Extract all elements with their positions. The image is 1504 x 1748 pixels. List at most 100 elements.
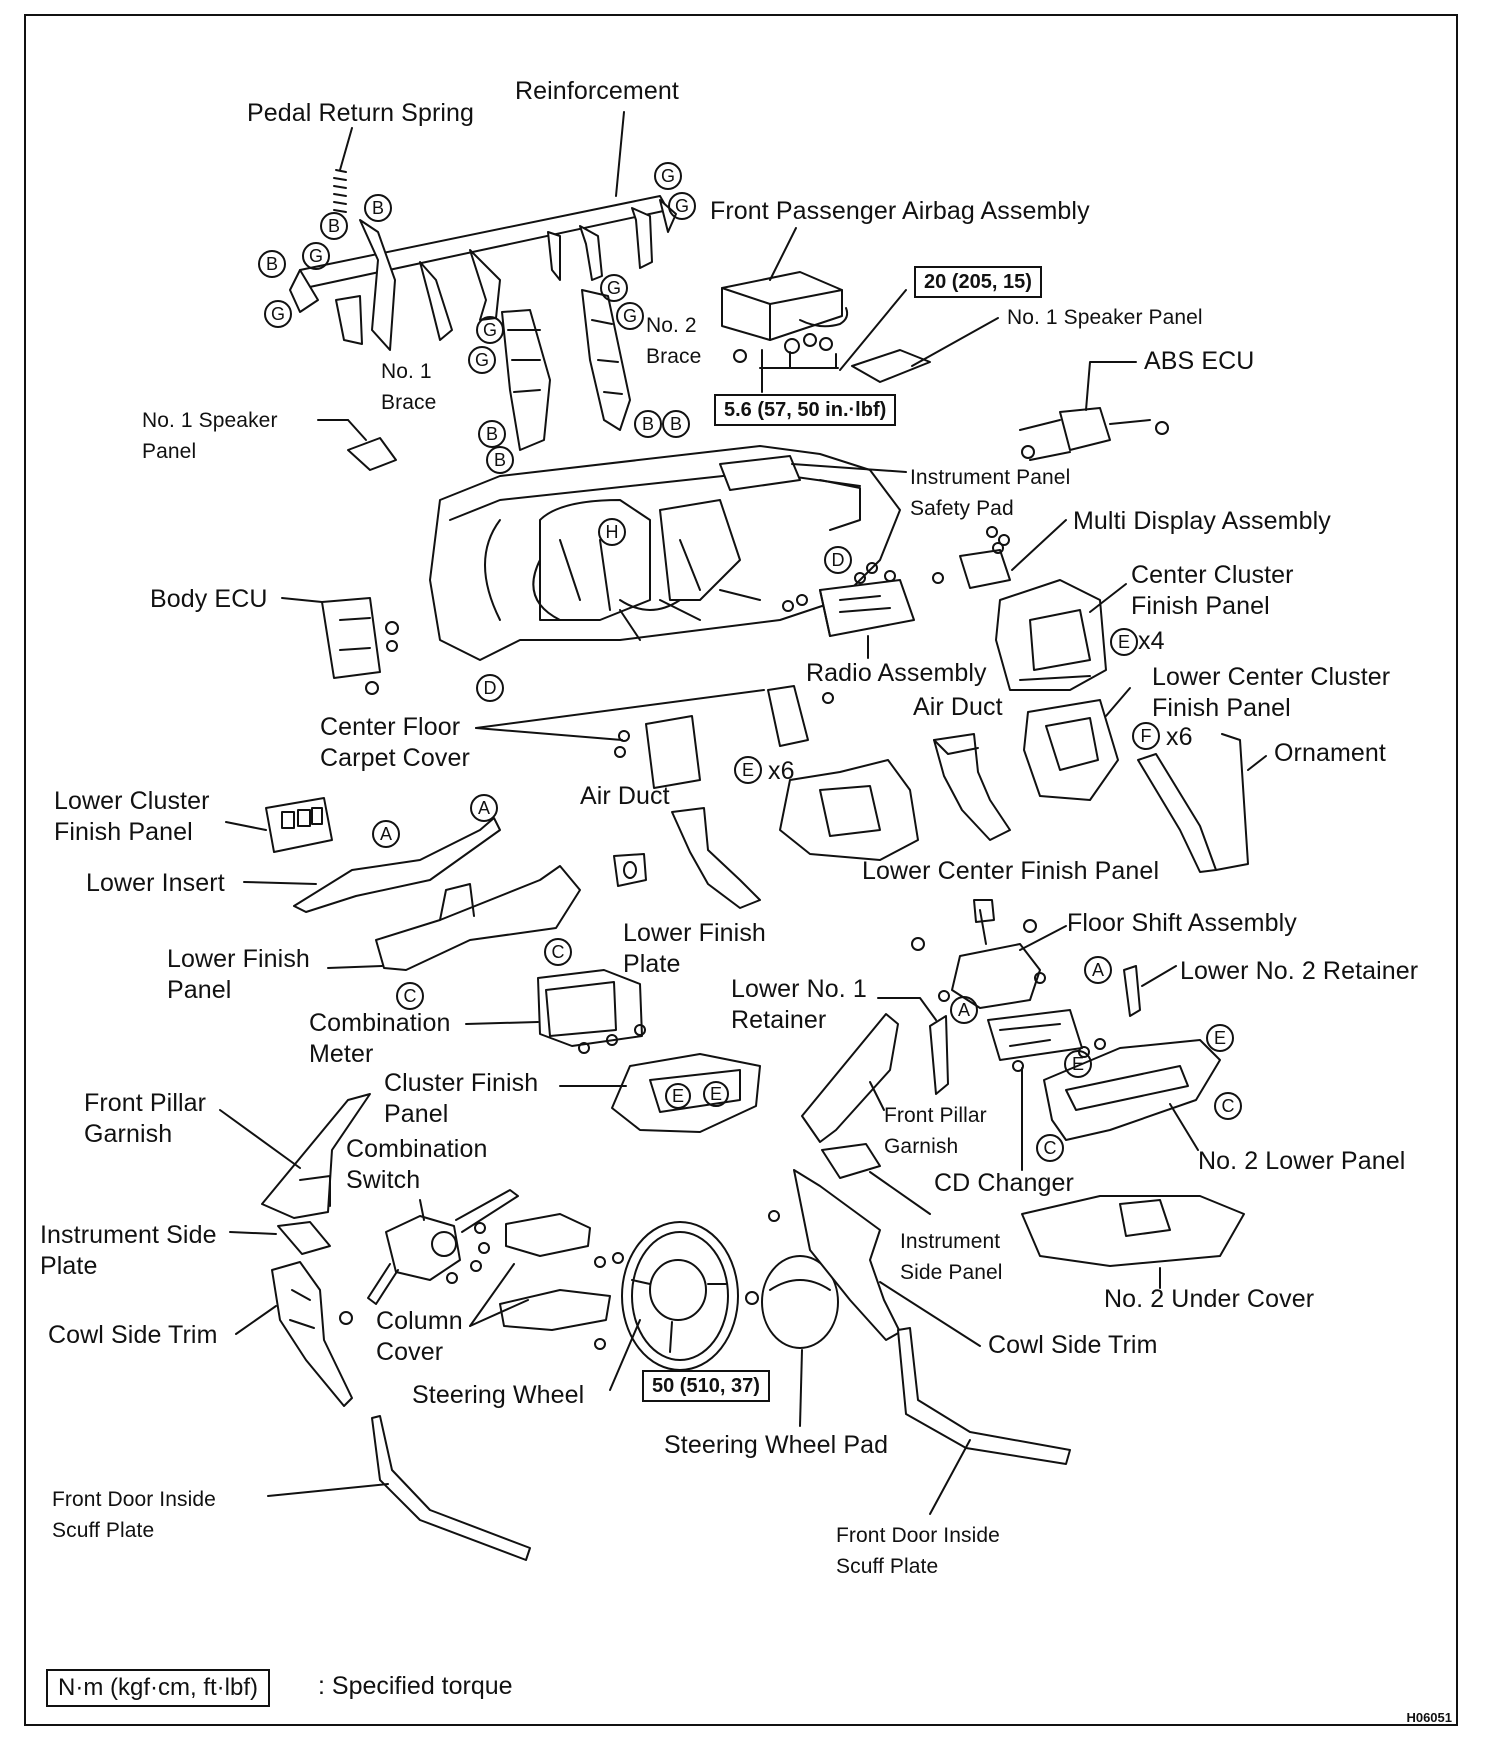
svg-text:A: A <box>958 1000 970 1020</box>
instrument-side-plate <box>278 1222 330 1254</box>
figure-code: H06051 <box>1406 1710 1452 1725</box>
body-ecu <box>322 598 380 678</box>
label-instrument-side-plate: Instrument Side Plate <box>40 1221 217 1280</box>
legend-unit-box: N·m (kgf·cm, ft·lbf) <box>46 1669 270 1707</box>
label-cluster-finish-panel: Cluster Finish Panel <box>384 1069 539 1128</box>
svg-text:A: A <box>380 824 392 844</box>
count-e-x4: x4 <box>1138 627 1165 655</box>
legend-text: : Specified torque <box>318 1672 513 1700</box>
label-lower-center-finish-panel: Lower Center Finish Panel <box>862 857 1160 885</box>
label-reinforcement: Reinforcement <box>515 77 679 105</box>
svg-text:E: E <box>742 760 754 780</box>
label-steering-wheel-pad: Steering Wheel Pad <box>664 1431 889 1459</box>
svg-text:G: G <box>607 278 621 298</box>
lower-finish-panel <box>376 866 580 970</box>
instrument-side-panel <box>822 1144 880 1178</box>
svg-text:B: B <box>328 216 340 236</box>
column-cover-lower <box>500 1290 610 1330</box>
label-air-duct-right: Air Duct <box>913 693 1003 721</box>
svg-text:B: B <box>670 414 682 434</box>
svg-text:B: B <box>494 450 506 470</box>
reinforcement-beam <box>290 196 676 350</box>
steering-wheel-drawing <box>622 1222 738 1370</box>
svg-text:G: G <box>483 320 497 340</box>
torque-spec-steering-wheel-nut: 50 (510, 37) <box>642 1370 770 1402</box>
floor-shift-assembly <box>952 944 1040 1008</box>
cowl-side-trim-right <box>794 1170 900 1340</box>
label-air-duct-left: Air Duct <box>580 782 670 810</box>
svg-text:E: E <box>672 1086 684 1106</box>
no2-lower-panel <box>1044 1040 1220 1140</box>
label-combination-switch: Combination Switch <box>346 1135 488 1194</box>
label-cowl-side-trim-left: Cowl Side Trim <box>48 1321 218 1349</box>
label-radio-assembly: Radio Assembly <box>806 659 987 687</box>
label-front-passenger-airbag: Front Passenger Airbag Assembly <box>710 197 1090 225</box>
scuff-plate-left <box>372 1416 530 1560</box>
no2-under-cover <box>1022 1196 1244 1266</box>
svg-text:C: C <box>1044 1138 1057 1158</box>
figure-frame <box>24 14 1458 1726</box>
label-body-ecu: Body ECU <box>150 585 268 613</box>
label-no1-speaker-panel-left: No. 1 Speaker Panel <box>142 409 278 463</box>
svg-text:H: H <box>606 522 619 542</box>
label-no1-brace: No. 1 Brace <box>381 360 437 414</box>
speaker-panel-left <box>348 438 396 470</box>
label-instrument-panel-safety-pad: Instrument Panel Safety Pad <box>910 466 1071 520</box>
svg-text:G: G <box>661 166 675 186</box>
scuff-plate-right <box>898 1328 1070 1464</box>
svg-text:E: E <box>1118 632 1130 652</box>
svg-text:C: C <box>1222 1096 1235 1116</box>
label-ornament: Ornament <box>1274 739 1386 767</box>
front-pillar-garnish-right <box>802 1014 898 1142</box>
svg-text:A: A <box>478 798 490 818</box>
center-cluster-finish-panel <box>996 580 1106 690</box>
airbag-assembly <box>722 272 842 340</box>
lower-center-cluster-finish-panel <box>1024 700 1118 800</box>
pedal-return-spring <box>334 170 346 212</box>
svg-text:C: C <box>404 986 417 1006</box>
air-duct-left <box>672 808 760 908</box>
label-front-pillar-garnish-right: Front Pillar Garnish <box>884 1104 987 1158</box>
label-column-cover: Column Cover <box>376 1307 463 1366</box>
label-lower-finish-panel: Lower Finish Panel <box>167 945 310 1004</box>
svg-text:G: G <box>271 304 285 324</box>
svg-text:E: E <box>1072 1054 1084 1074</box>
no1-brace <box>502 310 550 450</box>
lower-insert <box>294 818 500 912</box>
svg-text:D: D <box>484 678 497 698</box>
steering-wheel-pad <box>762 1256 838 1348</box>
svg-text:B: B <box>642 414 654 434</box>
column-cover-upper <box>506 1214 590 1256</box>
svg-text:E: E <box>710 1084 722 1104</box>
label-multi-display-assembly: Multi Display Assembly <box>1073 507 1331 535</box>
label-lower-no1-retainer: Lower No. 1 Retainer <box>731 975 867 1034</box>
svg-text:B: B <box>266 254 278 274</box>
lower-finish-plate <box>614 854 646 886</box>
label-pedal-return-spring: Pedal Return Spring <box>247 99 475 127</box>
torque-spec-airbag-nut: 5.6 (57, 50 in.·lbf) <box>714 394 897 426</box>
label-no2-lower-panel: No. 2 Lower Panel <box>1198 1147 1406 1175</box>
abs-ecu <box>1060 408 1110 450</box>
lower-no1-retainer <box>930 1016 948 1094</box>
svg-text:E: E <box>1214 1028 1226 1048</box>
center-floor-carpet-cover <box>646 716 700 788</box>
svg-text:C: C <box>552 942 565 962</box>
label-combination-meter: Combination Meter <box>309 1009 451 1068</box>
label-instrument-side-panel: Instrument Side Panel <box>900 1230 1003 1284</box>
label-lower-center-cluster-finish-panel: Lower Center Cluster Finish Panel <box>1152 663 1391 722</box>
label-center-floor-carpet-cover: Center Floor Carpet Cover <box>320 713 470 772</box>
svg-text:B: B <box>372 198 384 218</box>
svg-text:G: G <box>675 196 689 216</box>
label-lower-finish-plate: Lower Finish Plate <box>623 919 766 978</box>
lower-center-finish-panel <box>780 760 918 860</box>
svg-text:A: A <box>1092 960 1104 980</box>
label-scuff-plate-left: Front Door Inside Scuff Plate <box>52 1488 216 1542</box>
count-f-x6: x6 <box>1166 723 1193 751</box>
svg-text:B: B <box>486 424 498 444</box>
svg-text:G: G <box>623 306 637 326</box>
label-center-cluster-finish-panel: Center Cluster Finish Panel <box>1131 561 1294 620</box>
air-duct-right <box>934 734 1010 840</box>
torque-spec-airbag-bolt: 20 (205, 15) <box>914 266 1042 298</box>
